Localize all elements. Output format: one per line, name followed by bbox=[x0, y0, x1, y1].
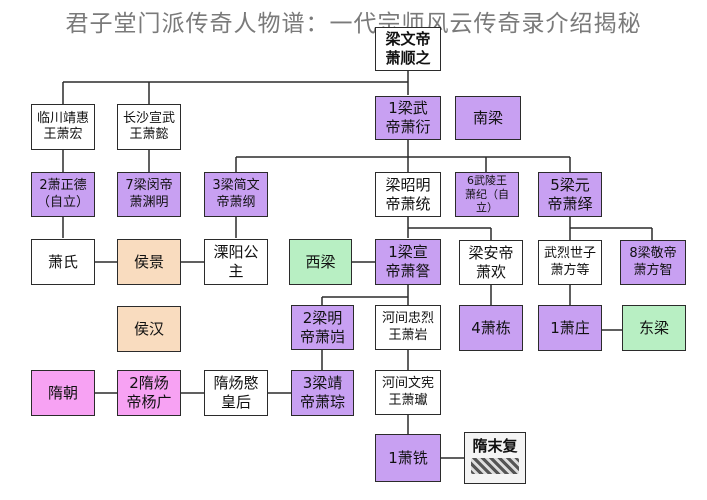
node-sui-chao: 隋朝 bbox=[31, 370, 95, 416]
node-liyang-gongzhu: 溧阳公 主 bbox=[204, 239, 268, 285]
node-xiao-zhuang: 1萧庄 bbox=[538, 305, 602, 351]
node-xiliang: 西梁 bbox=[289, 239, 352, 285]
node-liang-zhaomingdi: 梁昭明 帝萧统 bbox=[375, 172, 441, 217]
page-title: 君子堂门派传奇人物谱：一代宗师风云传奇录介绍揭秘 bbox=[65, 11, 642, 37]
node-xiao-dong: 4萧栋 bbox=[459, 305, 523, 351]
node-xiao-shi: 萧氏 bbox=[31, 239, 95, 285]
node-linchuan: 临川靖惠 王萧宏 bbox=[31, 104, 95, 150]
node-wuling-wang: 6武陵王 萧纪（自 立） bbox=[455, 172, 519, 217]
node-sui-yang-huanghou: 隋炀愍 皇后 bbox=[204, 370, 268, 416]
node-sui-yangdi: 2隋炀 帝杨广 bbox=[117, 370, 181, 416]
node-liang-jingdi-3: 3梁靖 帝萧琮 bbox=[291, 370, 354, 416]
node-dongliang: 东梁 bbox=[622, 305, 686, 351]
node-liang-wudi: 1梁武 帝萧衍 bbox=[375, 96, 441, 140]
node-liang-mindi: 7梁闵帝 萧渊明 bbox=[117, 172, 181, 217]
watermark-stamp bbox=[471, 458, 519, 474]
node-liang-mingdi: 2梁明 帝萧岿 bbox=[291, 305, 354, 350]
node-hou-jing: 侯景 bbox=[117, 239, 181, 285]
node-liang-xuandi: 1梁宣 帝萧詧 bbox=[375, 239, 441, 285]
node-xiao-zhengde: 2萧正德 （自立） bbox=[31, 172, 95, 217]
node-hejian-zhonglie: 河间忠烈 王萧岩 bbox=[375, 305, 441, 350]
node-liang-jianwendi: 3梁简文 帝萧纲 bbox=[204, 172, 268, 217]
node-xiao-xian: 1萧铣 bbox=[375, 434, 441, 482]
node-changsha: 长沙宣武 王萧懿 bbox=[117, 104, 181, 150]
node-wulie-shizi: 武烈世子 萧方等 bbox=[538, 240, 602, 285]
node-liang-jingdi: 8梁敬帝 萧方智 bbox=[620, 240, 686, 285]
node-liang-yuandi: 5梁元 帝萧绎 bbox=[538, 172, 602, 217]
node-liang-wendi: 梁文帝 萧顺之 bbox=[375, 27, 441, 71]
node-hou-han: 侯汉 bbox=[117, 306, 181, 352]
node-sui-mo-fu: 隋末复 bbox=[464, 432, 526, 484]
node-liang-andi: 梁安帝 萧欢 bbox=[459, 240, 523, 285]
node-sui-mo-fu-label: 隋末复 bbox=[472, 437, 518, 455]
node-hejian-wenxian: 河间文宪 王萧瓛 bbox=[375, 370, 441, 415]
node-nanliang: 南梁 bbox=[455, 96, 521, 140]
